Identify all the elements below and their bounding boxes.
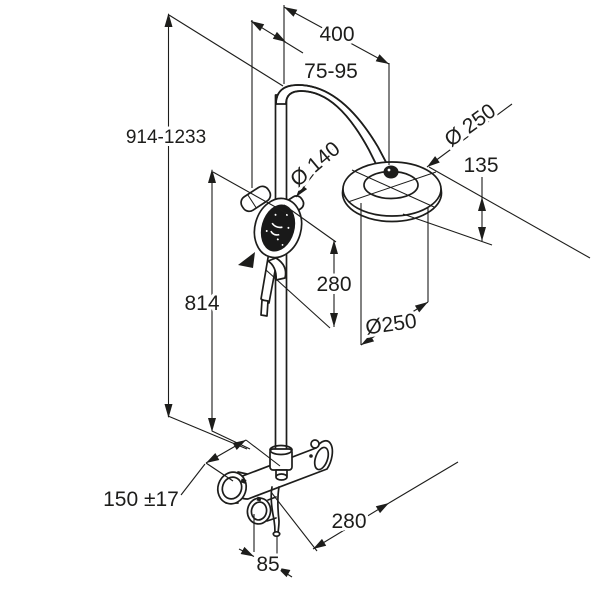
label-hand-shower-diameter: Ø 140 [286,137,345,191]
overhead-shower [341,161,443,223]
label-valve-depth: 280 [331,510,366,533]
label-total-height: 914-1233 [126,127,206,148]
label-head-diameter-lower: Ø250 [364,310,418,340]
dimension-head-height [402,166,591,259]
arm-connector-hub [383,165,399,179]
label-hand-shower-length: 280 [316,273,351,296]
dimension-hand-shower-diameter [295,144,337,198]
hose-end [272,530,281,538]
dimension-total-height [164,13,284,450]
label-inlet-spacing: 150 ±17 [103,488,179,511]
dimension-wall-distance [250,20,304,188]
hand-shower-head [253,197,303,259]
dimension-lines [164,5,591,578]
label-head-diameter-upper: Ø 250 [440,99,500,151]
shower-fixture [216,84,443,538]
wall-union [310,439,320,449]
rail-collar [269,448,293,471]
dimension-hand-shower-length [265,204,338,329]
label-arm-length: 400 [319,23,354,46]
hose-connector [267,257,287,281]
label-wall-distance: 75-95 [304,60,358,83]
hand-shower [238,197,303,317]
dimension-rail-length [208,169,289,450]
shower-hose [270,486,281,538]
temperature-knob [216,471,248,505]
flow-knob [246,496,277,525]
hand-shower-holder [240,185,272,213]
dimension-head-diameter-upper [426,103,513,168]
dimension-labels: 914-1233 400 75-95 Ø 250 135 Ø 140 814 2… [100,20,503,579]
dimension-outlet-offset [238,514,293,578]
label-outlet-offset: 85 [256,553,279,576]
label-head-height: 135 [463,154,498,177]
label-rail-length: 814 [184,292,219,315]
dimension-arm-length [283,5,390,165]
dimension-head-diameter-lower [360,203,429,346]
thermostat-valve [216,439,334,525]
dimension-inlet-spacing [180,439,281,496]
dimension-valve-depth [270,461,459,552]
clamp-lever [238,252,255,268]
